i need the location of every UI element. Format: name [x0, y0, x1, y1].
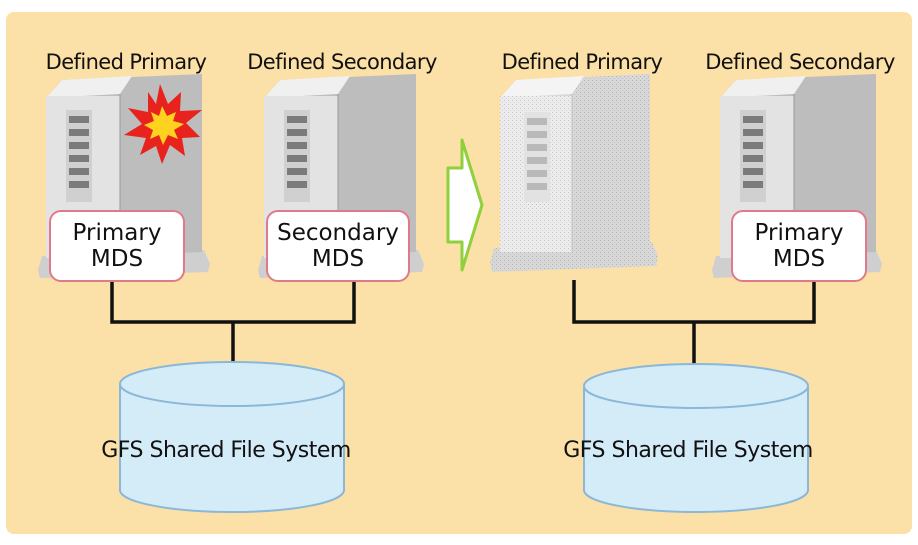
- label-before-primary: Defined Primary: [45, 50, 207, 74]
- mds-line2: MDS: [311, 246, 365, 272]
- explosion-core-icon: [144, 106, 184, 145]
- mds-line1: Primary: [754, 220, 844, 246]
- mds-box-after-secondary: Primary MDS: [731, 210, 867, 282]
- fs-label-before: GFS Shared File System: [101, 438, 351, 463]
- connector-right: [572, 278, 816, 366]
- fs-label-after: GFS Shared File System: [563, 438, 813, 463]
- server-after-primary: [490, 74, 658, 272]
- label-after-primary: Defined Primary: [501, 50, 663, 74]
- label-before-secondary: Defined Secondary: [247, 50, 437, 74]
- label-after-secondary: Defined Secondary: [705, 50, 895, 74]
- shared-disk-before: [119, 361, 345, 513]
- mds-line1: Secondary: [277, 220, 399, 246]
- shared-disk-after: [583, 363, 809, 513]
- right-arrow-icon: [446, 138, 484, 272]
- mds-line2: MDS: [772, 246, 826, 272]
- mds-line1: Primary: [72, 220, 162, 246]
- connector-left: [110, 276, 356, 364]
- mds-box-before-secondary: Secondary MDS: [266, 210, 410, 282]
- mds-line2: MDS: [90, 246, 144, 272]
- mds-box-before-primary: Primary MDS: [49, 210, 185, 282]
